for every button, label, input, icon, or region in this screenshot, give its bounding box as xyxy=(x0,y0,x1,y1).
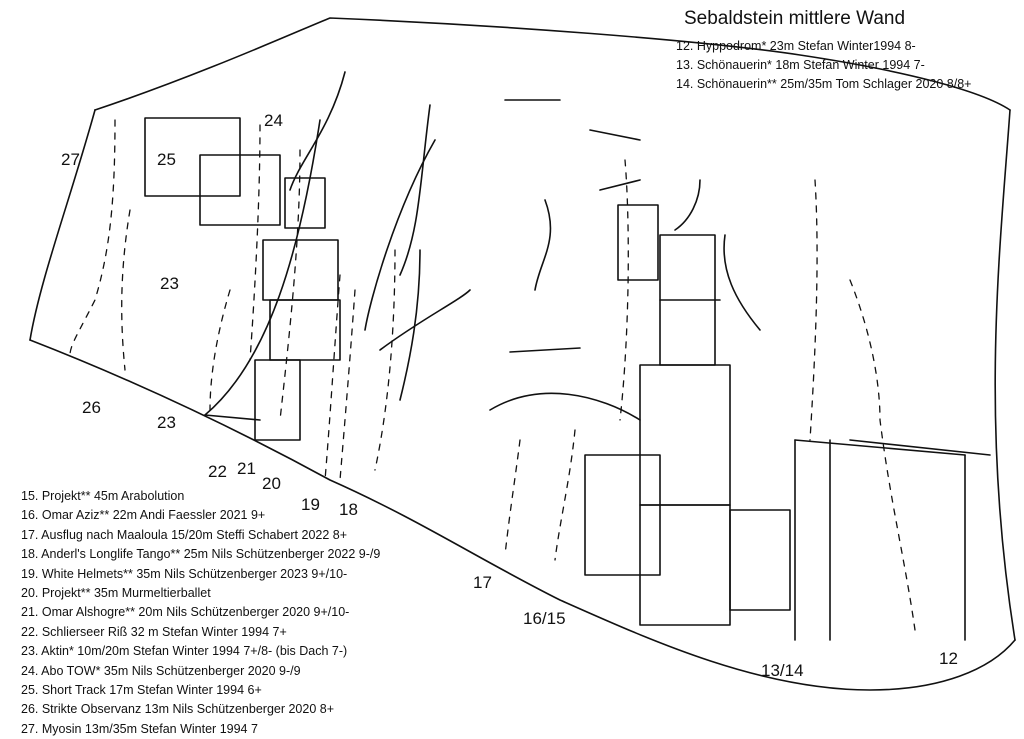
slab-right-5 xyxy=(639,504,731,626)
slab-center-2 xyxy=(262,239,339,301)
route-line-18 xyxy=(374,249,396,471)
legend-entry-26: 26. Strikte Observanz 13m Nils Schützenb… xyxy=(21,702,335,717)
legend-entry-14: 14. Schönauerin** 25m/35m Tom Schlager 2… xyxy=(676,77,972,91)
legend-entry-25: 25. Short Track 17m Stefan Winter 1994 6… xyxy=(21,683,262,698)
route-number-27: 27 xyxy=(61,150,80,169)
legend-entry-12: 12. Hyppodrom* 23m Stefan Winter1994 8- xyxy=(676,39,916,53)
slab-right-3 xyxy=(639,364,731,506)
route-line-13 xyxy=(809,179,818,441)
legend-bottom: 15. Projekt** 45m Arabolution 16. Omar A… xyxy=(21,487,380,739)
topo-sketch xyxy=(29,17,1016,691)
route-number-26: 26 xyxy=(82,398,101,417)
legend-entry-17: 17. Ausflug nach Maaloula 15/20m Steffi … xyxy=(21,527,348,542)
route-number-23-bottom: 23 xyxy=(157,413,176,432)
ridge-left-lower xyxy=(204,414,261,421)
slab-right-4 xyxy=(584,454,661,576)
route-number-20: 20 xyxy=(262,474,281,493)
legend-entry-27: 27. Myosin 13m/35m Stefan Winter 1994 7 xyxy=(21,721,258,736)
crag-left-outline xyxy=(29,109,96,341)
ridge-gully-5 xyxy=(674,179,701,231)
route-number-13-14: 13/14 xyxy=(761,661,804,680)
slab-center-3 xyxy=(269,299,341,361)
crag-base-line xyxy=(29,339,1016,691)
route-number-21: 21 xyxy=(237,459,256,478)
legend-entry-22: 22. Schlierseer Riß 32 m Stefan Winter 1… xyxy=(21,624,287,639)
legend-entry-23: 23. Aktin* 10m/20m Stefan Winter 1994 7+… xyxy=(21,644,348,659)
roof-right-2 xyxy=(849,439,991,456)
route-number-22: 22 xyxy=(208,462,227,481)
route-line-17 xyxy=(504,439,521,556)
ridge-gully-6 xyxy=(723,234,761,331)
route-number-19: 19 xyxy=(301,495,320,514)
slab-25 xyxy=(144,117,241,197)
legend-entry-13: 13. Schönauerin* 18m Stefan Winter 1994 … xyxy=(676,58,925,72)
route-line-23 xyxy=(209,289,231,411)
roof-top-center-2 xyxy=(589,129,641,141)
route-line-24 xyxy=(249,124,261,361)
slab-right-6 xyxy=(729,509,791,611)
topo-diagram: Sebaldstein mittlere Wand 12. Hyppodrom*… xyxy=(21,8,1016,736)
slab-left-2 xyxy=(199,154,281,226)
route-number-18: 18 xyxy=(339,500,358,519)
crag-top-outline xyxy=(94,17,1011,111)
legend-entry-20: 20. Projekt** 35m Murmeltierballet xyxy=(21,586,211,601)
topo-title: Sebaldstein mittlere Wand xyxy=(684,8,906,29)
route-number-16-15: 16/15 xyxy=(523,609,566,628)
ledge-mid xyxy=(489,392,641,421)
ridge-gully-2 xyxy=(399,104,431,276)
ridge-left xyxy=(289,71,346,191)
route-line-21 xyxy=(324,274,341,481)
route-number-17: 17 xyxy=(473,573,492,592)
legend-entry-19: 19. White Helmets** 35m Nils Schützenber… xyxy=(21,566,348,581)
route-number-12: 12 xyxy=(939,649,958,668)
legend-entry-15: 15. Projekt** 45m Arabolution xyxy=(21,489,185,503)
legend-top: 12. Hyppodrom* 23m Stefan Winter1994 8- … xyxy=(676,37,971,94)
slab-center-1 xyxy=(284,177,326,229)
ridge-gully-3 xyxy=(364,139,436,331)
legend-entry-16: 16. Omar Aziz** 22m Andi Faessler 2021 9… xyxy=(21,508,266,523)
ledge-right-1 xyxy=(794,439,966,456)
route-line-27 xyxy=(69,119,116,356)
legend-entry-21: 21. Omar Alshogre** 20m Nils Schützenber… xyxy=(21,605,350,620)
route-number-24: 24 xyxy=(264,111,283,130)
crag-right-outline xyxy=(994,109,1016,641)
legend-entry-24: 24. Abo TOW* 35m Nils Schützenberger 202… xyxy=(21,663,301,678)
roof-center xyxy=(599,179,641,191)
route-number-23-top: 23 xyxy=(160,274,179,293)
route-line-16-15 xyxy=(554,429,576,561)
route-line-12 xyxy=(849,279,916,631)
ridge-gully-1 xyxy=(204,119,321,416)
route-line-19 xyxy=(339,289,356,481)
route-number-25: 25 xyxy=(157,150,176,169)
legend-entry-18: 18. Anderl's Longlife Tango** 25m Nils S… xyxy=(21,547,381,562)
slab-center-4 xyxy=(254,359,301,441)
route-line-22 xyxy=(279,149,301,421)
route-line-14 xyxy=(619,159,629,421)
route-line-26 xyxy=(121,209,131,371)
ridge-gully-4 xyxy=(534,199,552,291)
crack-18 xyxy=(399,249,421,401)
roof-mid-left xyxy=(509,347,581,353)
slab-right-1 xyxy=(617,204,659,281)
